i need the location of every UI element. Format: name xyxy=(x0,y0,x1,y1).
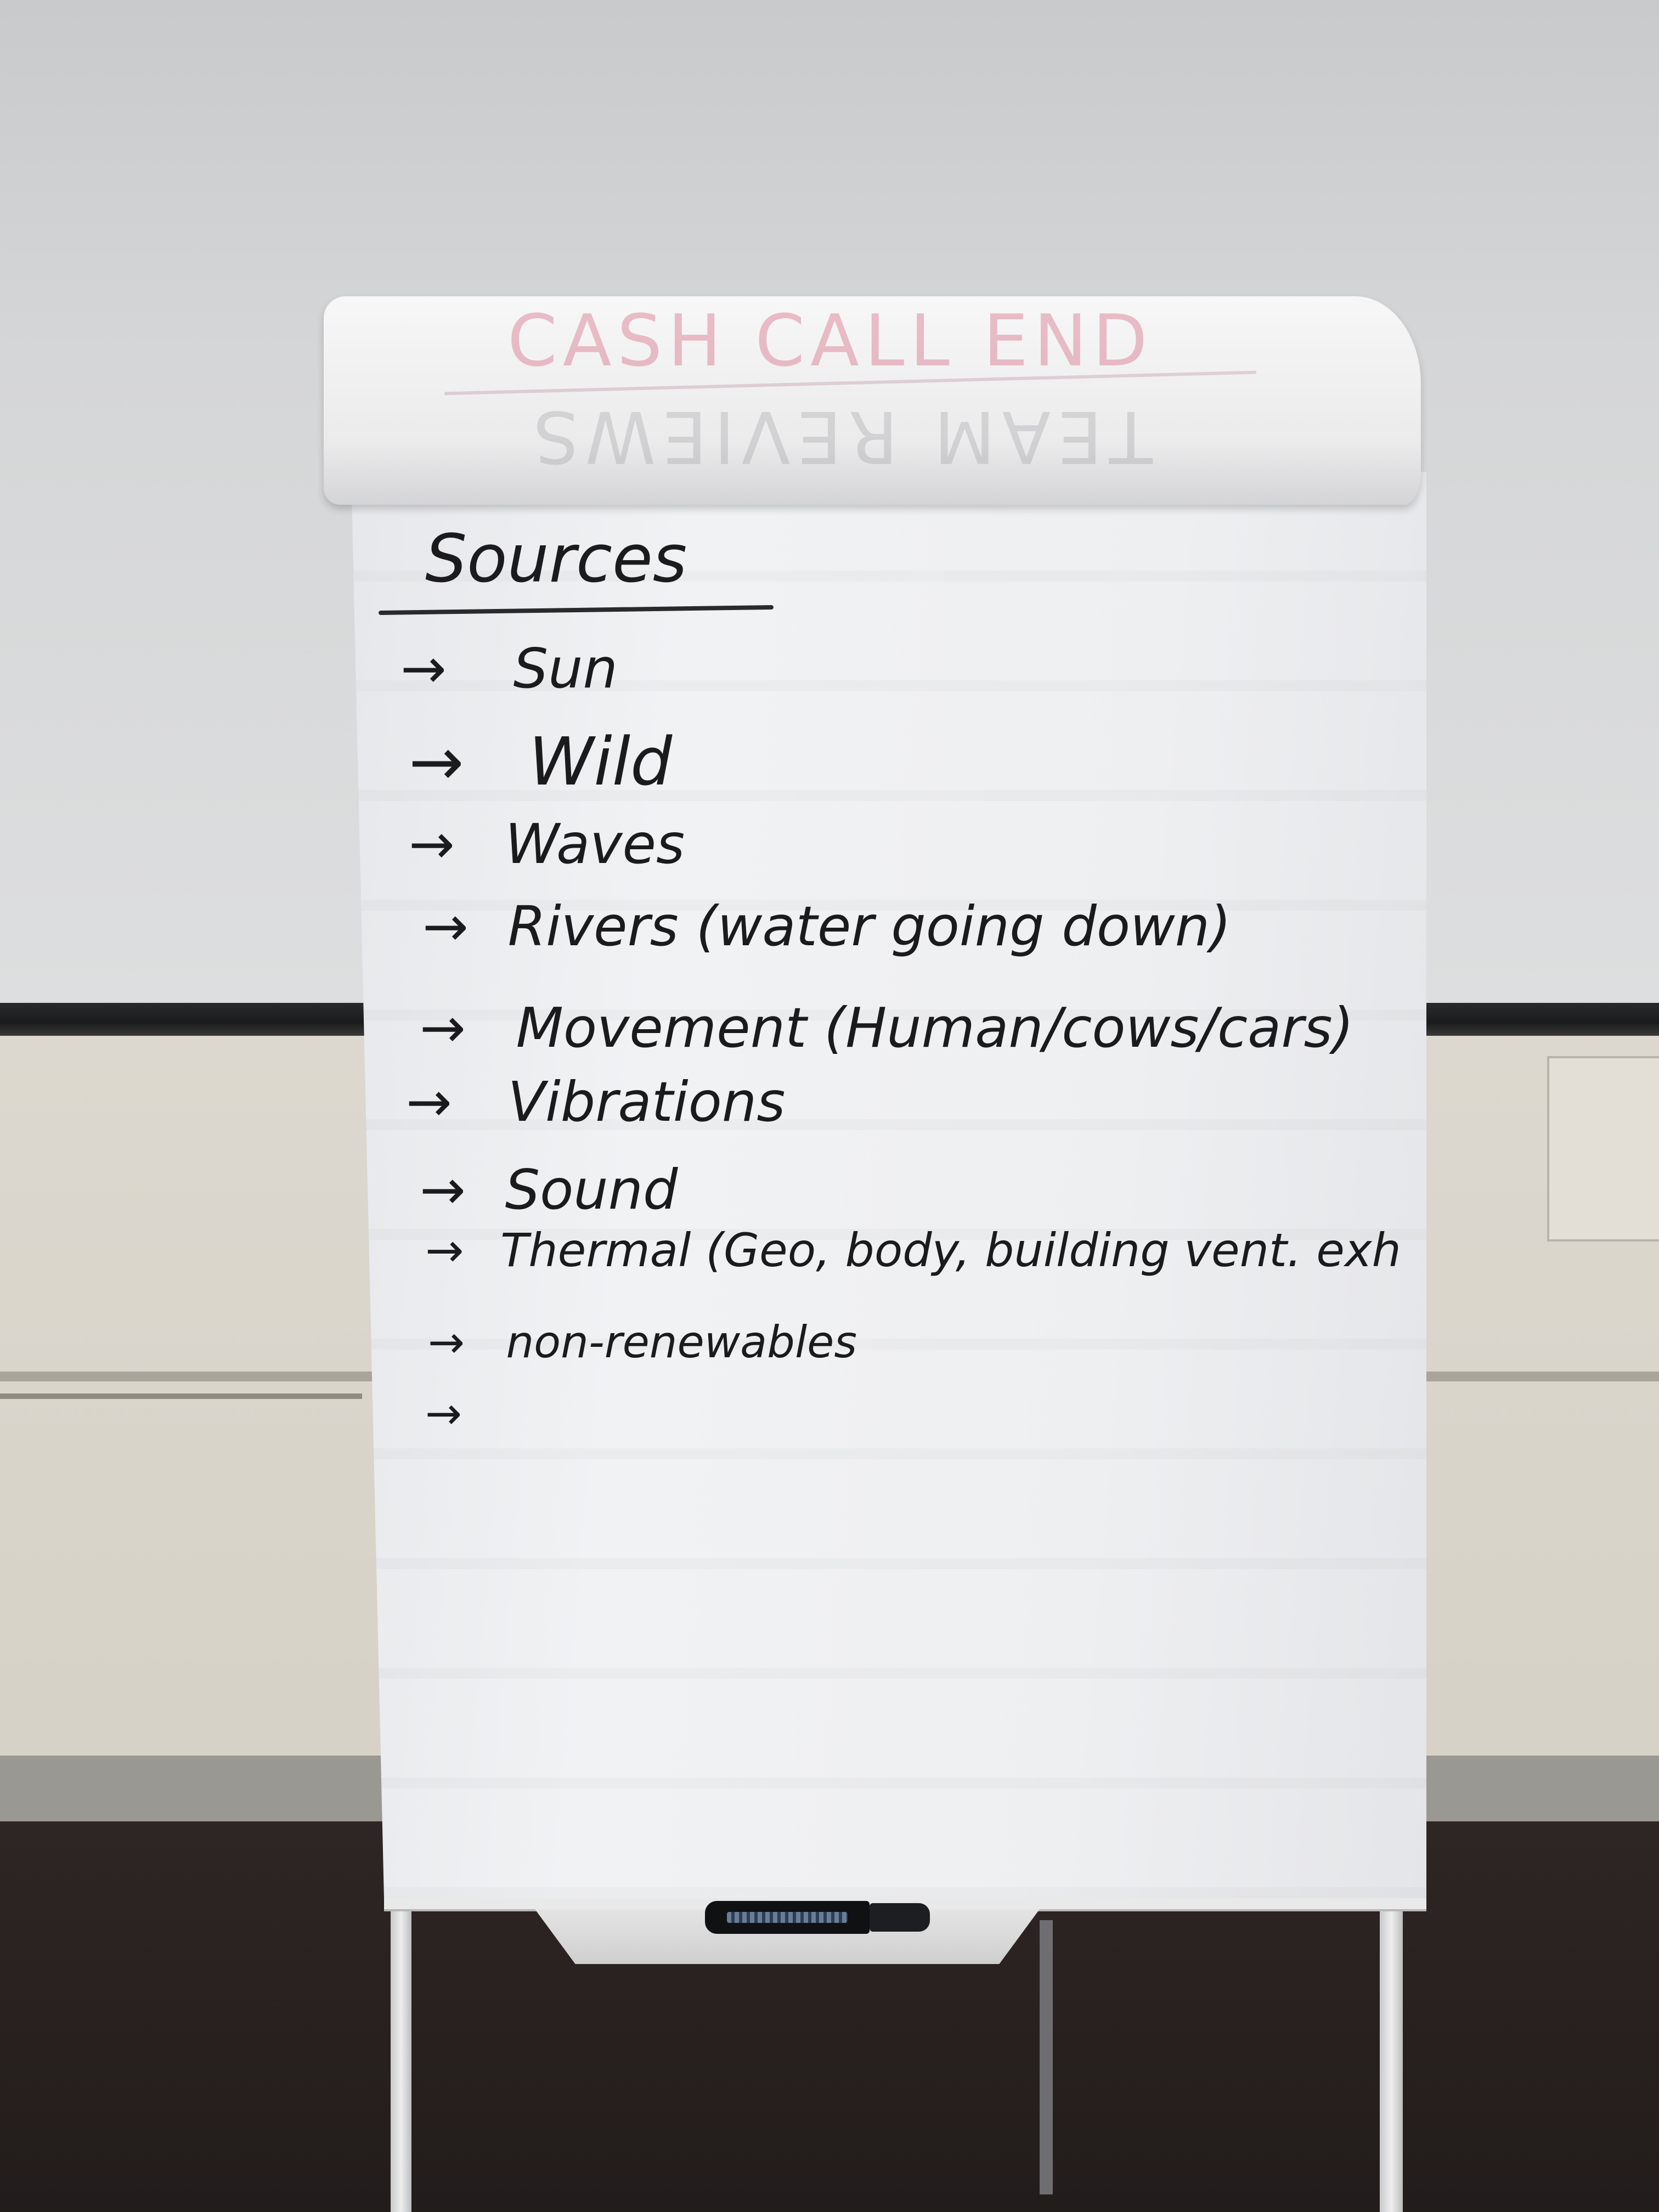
list-item-label: Vibrations xyxy=(507,1070,786,1134)
arrow-icon: → xyxy=(422,894,469,958)
marker-label xyxy=(727,1912,848,1923)
whiteboard-marker[interactable] xyxy=(705,1901,930,1934)
wall-panel-line xyxy=(0,1393,362,1399)
arrow-icon: → xyxy=(409,724,464,800)
flipchart-sheet xyxy=(351,472,1426,1898)
arrow-icon: → xyxy=(425,1388,462,1439)
ghost-red-text: CASH CALL END xyxy=(507,299,1153,382)
list-item: → Sun xyxy=(400,636,618,701)
list-item-label: Waves xyxy=(505,812,685,876)
list-item: → xyxy=(425,1388,462,1439)
marker-body xyxy=(705,1901,870,1934)
ghost-gray-text: TEAM REVIEWS xyxy=(527,395,1153,478)
arrow-icon: → xyxy=(420,996,466,1060)
list-item: → Sound xyxy=(420,1158,678,1222)
list-item-label: Sun xyxy=(513,636,618,701)
list-item: → Rivers (water going down) xyxy=(422,894,1231,958)
arrow-icon: → xyxy=(425,1223,464,1277)
arrow-icon: → xyxy=(409,812,455,876)
list-item: → non-renewables xyxy=(428,1317,857,1368)
flipchart-rolled-pages xyxy=(324,296,1421,505)
list-item-label: Thermal (Geo, body, building vent. exh xyxy=(500,1223,1401,1277)
list-item-label: Wild xyxy=(528,724,673,800)
list-item: → Thermal (Geo, body, building vent. exh xyxy=(425,1223,1401,1277)
wall-cabinet xyxy=(1547,1056,1659,1242)
easel-leg-back xyxy=(1040,1920,1053,2194)
arrow-icon: → xyxy=(420,1158,466,1222)
marker-cap xyxy=(870,1903,930,1932)
list-item: → Wild xyxy=(409,724,672,800)
list-item-label: Rivers (water going down) xyxy=(507,894,1232,958)
list-item: → Movement (Human/cows/cars) xyxy=(420,996,1354,1060)
list-item: → Waves xyxy=(409,812,685,876)
list-item-label: Movement (Human/cows/cars) xyxy=(516,996,1354,1060)
arrow-icon: → xyxy=(400,636,447,701)
heading-sources: Sources xyxy=(425,521,687,597)
easel-leg-left xyxy=(391,1887,411,2212)
arrow-icon: → xyxy=(406,1070,452,1134)
easel-leg-right xyxy=(1380,1887,1403,2212)
list-item-label: non-renewables xyxy=(506,1317,857,1368)
arrow-icon: → xyxy=(428,1317,465,1368)
list-item-label: Sound xyxy=(505,1158,678,1222)
list-item: → Vibrations xyxy=(406,1070,785,1134)
